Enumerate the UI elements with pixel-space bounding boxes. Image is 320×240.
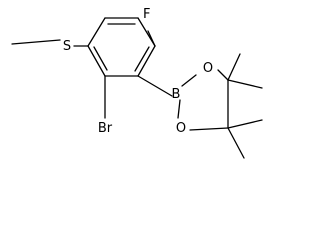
benzene-ring bbox=[87, 17, 156, 77]
ring-double-bond-right bbox=[134, 46, 150, 72]
structure-canvas: F S Br B O O bbox=[11, 7, 263, 159]
ring-double-bond-left bbox=[93, 46, 108, 71]
bromine-label: Br bbox=[98, 121, 113, 136]
methyl-bond-2 bbox=[227, 79, 263, 89]
methyl-groups bbox=[227, 53, 263, 159]
ring-bond-bottom-left bbox=[87, 45, 106, 77]
oxygen-upper-label: O bbox=[203, 61, 213, 76]
ring-bond-top-left bbox=[87, 17, 106, 47]
sulfur-label: S bbox=[63, 39, 71, 54]
oxygen-lower-label: O bbox=[176, 121, 186, 136]
bond-sulfur-methyl bbox=[11, 39, 61, 45]
ring-bond-right bbox=[137, 45, 156, 77]
methyl-bond-4 bbox=[227, 127, 245, 159]
molecule-drawing: F S Br B O O bbox=[11, 7, 263, 159]
dioxaborolane-ring bbox=[177, 69, 229, 131]
bond-boron-oxygen-upper bbox=[181, 74, 197, 87]
bond-carbon-oxygen-lower bbox=[189, 127, 229, 131]
fluorine-label: F bbox=[143, 7, 150, 22]
bond-boron-oxygen-lower bbox=[177, 99, 181, 119]
boron-label: B bbox=[172, 87, 181, 102]
bond-ring-fluorine bbox=[147, 30, 156, 47]
methyl-bond-1 bbox=[227, 53, 241, 81]
bond-ring-boron bbox=[137, 75, 173, 97]
methyl-bond-3 bbox=[227, 119, 263, 129]
bond-oxygen-upper-carbon bbox=[217, 69, 229, 81]
